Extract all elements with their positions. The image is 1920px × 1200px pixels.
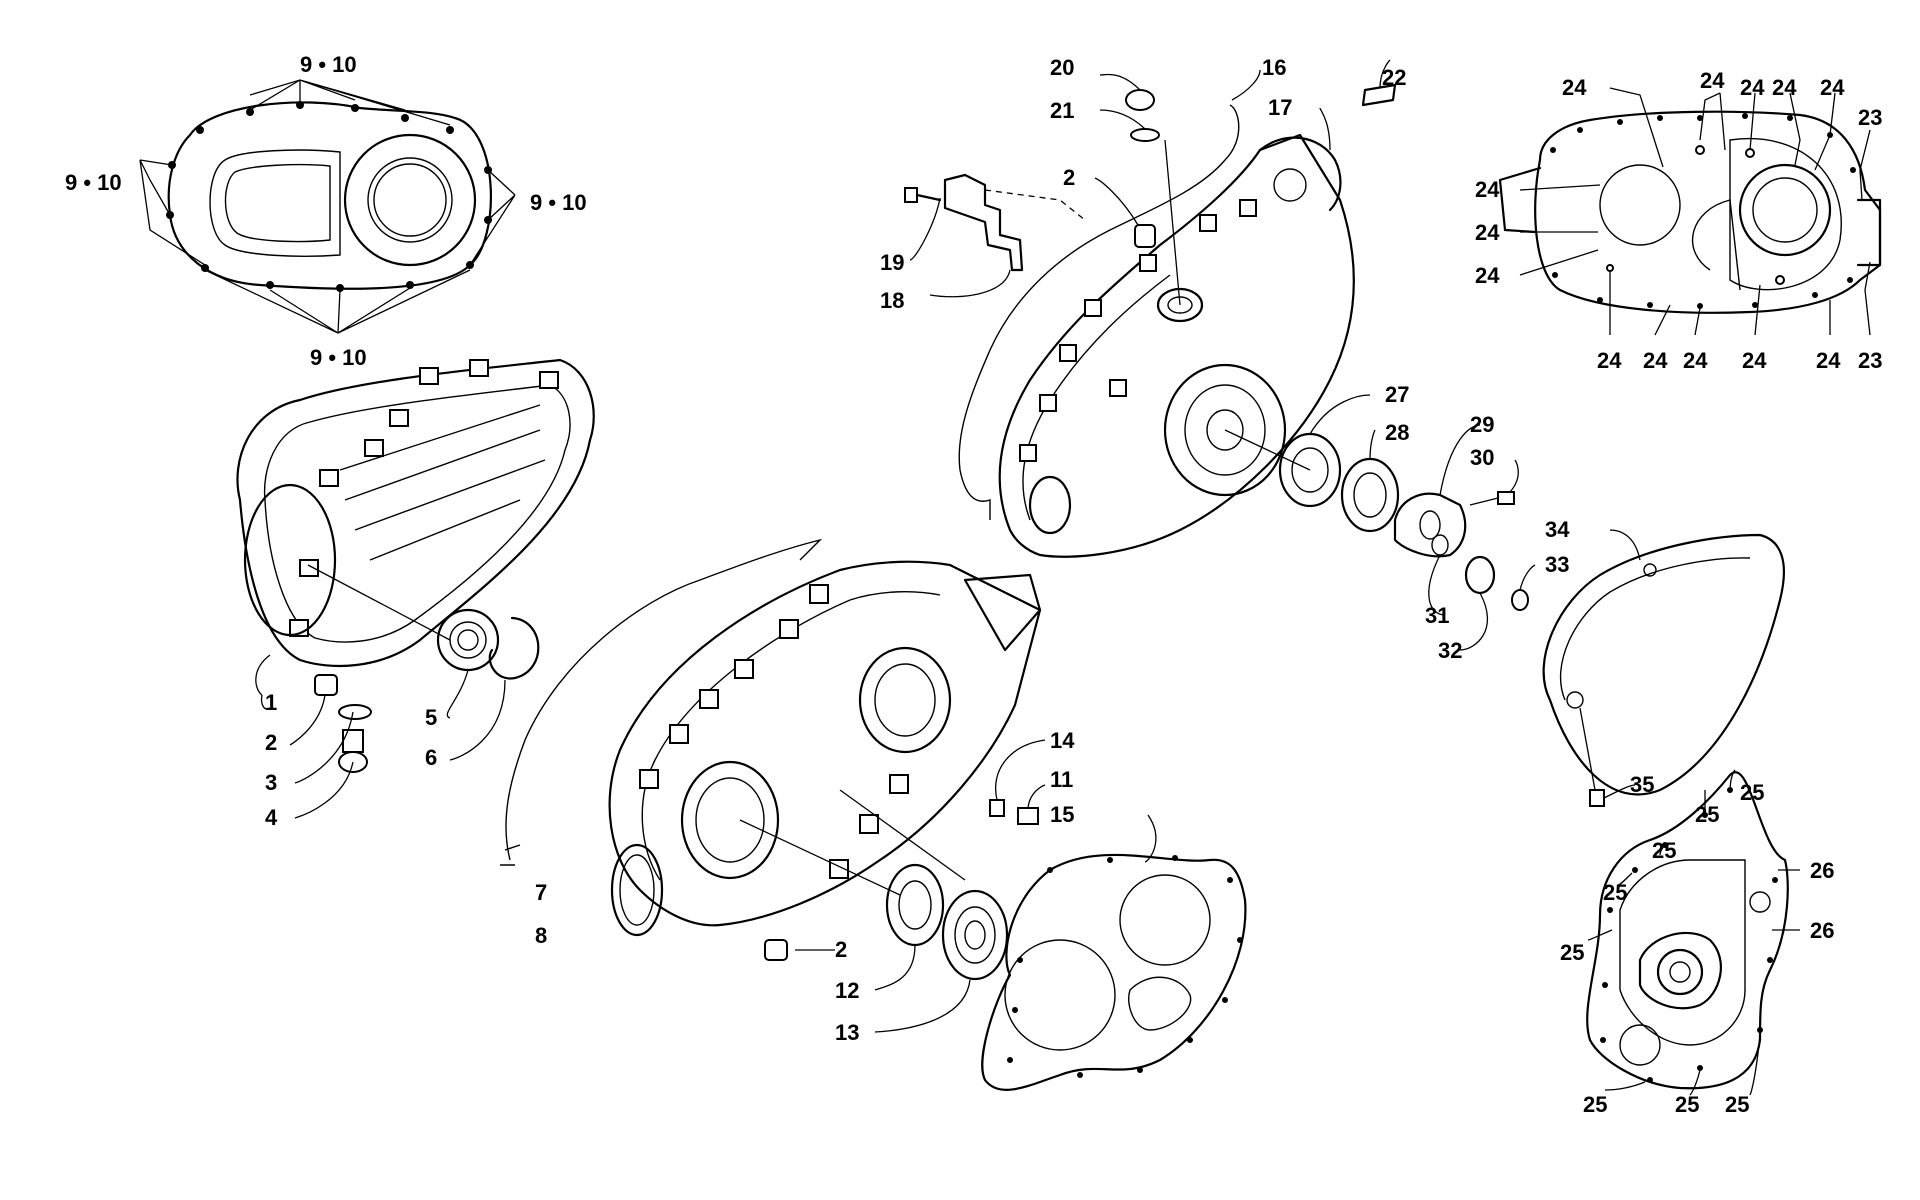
callout-2c: 2 [1063,165,1075,190]
callout-24-7: 24 [1475,220,1500,245]
callout-25-4: 25 [1603,880,1627,905]
callout-5: 5 [425,705,437,730]
callout-34: 34 [1545,517,1570,542]
crankcase-right-half [958,104,1356,558]
callout-30: 30 [1470,445,1494,470]
callout-31: 31 [1425,603,1449,628]
inner-clutch-cover [236,358,595,696]
callout-23-2: 23 [1858,348,1882,373]
callout-24-11: 24 [1683,348,1708,373]
magneto-cover-detail [1498,87,1882,336]
callout-25-7: 25 [1675,1092,1699,1117]
crankcase-left-half [500,538,1042,937]
magneto-cover-34 [1542,529,1785,807]
callout-24-6: 24 [1475,177,1500,202]
callout-13: 13 [835,1020,859,1045]
callout-labels: 9 • 10 9 • 10 9 • 10 9 • 10 1 2 3 4 5 6 … [65,52,1882,1117]
magneto-gasket-detail [1586,769,1800,1096]
callout-25-5: 25 [1560,940,1584,965]
callout-2a: 2 [265,730,277,755]
callout-28: 28 [1385,420,1409,445]
callout-16: 16 [1262,55,1286,80]
callout-24-10: 24 [1643,348,1668,373]
callout-9-10-top: 9 • 10 [300,52,357,77]
callout-17: 17 [1268,95,1292,120]
callout-24-3: 24 [1740,75,1765,100]
callout-26-2: 26 [1810,918,1834,943]
callout-12: 12 [835,978,859,1003]
callout-24-8: 24 [1475,263,1500,288]
callout-9-10-bottom: 9 • 10 [310,345,367,370]
callout-9-10-right: 9 • 10 [530,190,587,215]
callout-25-1: 25 [1695,802,1719,827]
callout-7: 7 [535,880,547,905]
callout-24-12: 24 [1742,348,1767,373]
callout-14: 14 [1050,728,1075,753]
callout-24-1: 24 [1562,75,1587,100]
callout-15: 15 [1050,802,1074,827]
callout-29: 29 [1470,412,1494,437]
callout-3: 3 [265,770,277,795]
callout-24-2: 24 [1700,68,1725,93]
callout-21: 21 [1050,98,1074,123]
callout-33: 33 [1545,552,1569,577]
callout-27: 27 [1385,382,1409,407]
callout-24-5: 24 [1820,75,1845,100]
callout-11: 11 [1050,767,1073,792]
callout-9-10-left: 9 • 10 [65,170,122,195]
callout-1: 1 [265,690,277,715]
callout-32: 32 [1438,638,1462,663]
callout-24-13: 24 [1816,348,1841,373]
callout-18: 18 [880,288,904,313]
small-parts-1-6 [260,564,540,819]
callout-35: 35 [1630,772,1654,797]
callout-24-9: 24 [1597,348,1622,373]
outer-clutch-cover-detail [139,79,516,334]
callout-22: 22 [1382,65,1406,90]
callout-8: 8 [535,923,547,948]
callout-2b: 2 [835,937,847,962]
bearings-27-33 [1278,394,1536,651]
callout-24-4: 24 [1772,75,1797,100]
callout-4: 4 [265,805,278,830]
bracket-and-plugs [904,59,1397,298]
callout-25-8: 25 [1725,1092,1749,1117]
seals-12-13 [764,863,1009,1033]
callout-6: 6 [425,745,437,770]
callout-25-2: 25 [1740,780,1764,805]
callout-23-1: 23 [1858,105,1882,130]
gasket-15 [981,814,1247,1091]
callout-25-6: 25 [1583,1092,1607,1117]
parts-11-14 [989,739,1046,825]
callout-20: 20 [1050,55,1074,80]
callout-26-1: 26 [1810,858,1834,883]
callout-25-3: 25 [1652,838,1676,863]
callout-19: 19 [880,250,904,275]
